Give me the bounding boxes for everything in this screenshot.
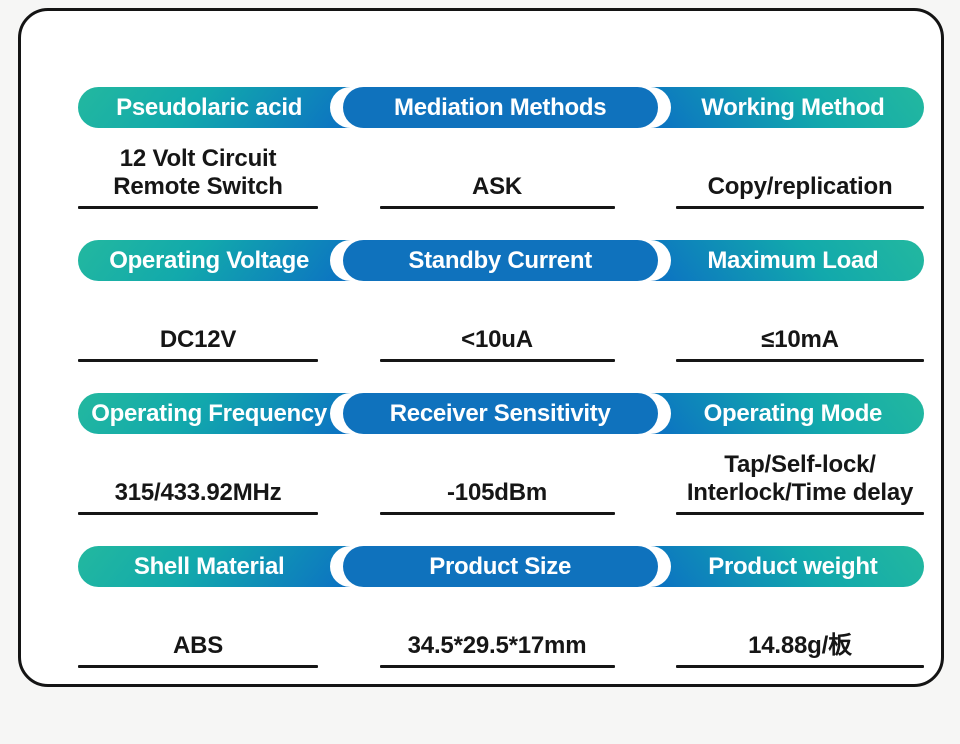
header-pill-right [619,240,924,281]
value-underline [676,359,924,362]
header-pill-row: Product Size Shell Material Product weig… [78,546,924,587]
value-row: DC12V <10uA ≤10mA [78,281,924,362]
value-row: 315/433.92MHz -105dBm Tap/Self-lock/ Int… [78,434,924,515]
value-line: 315/433.92MHz [114,479,282,506]
value-line: Interlock/Time delay [686,479,914,506]
value-underline [379,665,615,668]
header-label-left: Shell Material [133,552,285,580]
value-underline [676,206,924,209]
value-cell: Copy/replication [676,128,924,209]
value-cell: <10uA [379,281,615,362]
value-underline [379,206,615,209]
value-cell: 14.88g/板 [676,587,924,668]
value-line: Remote Switch [113,173,283,200]
value-underline [78,206,318,209]
value-cell: DC12V [78,281,318,362]
value-line: DC12V [159,326,237,353]
value-underline [78,359,318,362]
value-underline [78,512,318,515]
spec-row-group-3: Receiver Sensitivity Operating Frequency… [78,393,924,515]
header-label-middle: Mediation Methods [394,93,607,121]
header-pill-middle: Standby Current [342,240,658,281]
value-line: Tap/Self-lock/ [724,451,876,478]
spec-row-group-2: Standby Current Operating Voltage Maximu… [78,240,924,362]
header-pill-right [619,393,924,434]
header-pill-middle: Receiver Sensitivity [342,393,658,434]
header-pill-left [78,87,383,128]
header-label-middle: Receiver Sensitivity [389,399,611,427]
value-cell: -105dBm [379,434,615,515]
value-cell: Tap/Self-lock/ Interlock/Time delay [676,434,924,515]
spec-row-group-1: Mediation Methods Pseudolaric acid Worki… [78,87,924,209]
header-pill-left [78,240,383,281]
spec-row-group-4: Product Size Shell Material Product weig… [78,546,924,668]
header-pill-row: Receiver Sensitivity Operating Frequency… [78,393,924,434]
value-cell: ABS [78,587,318,668]
header-label-right: Product weight [708,552,878,580]
value-line: <10uA [461,326,533,353]
value-cell: 34.5*29.5*17mm [379,587,615,668]
value-line: 34.5*29.5*17mm [407,632,587,659]
spec-card: Mediation Methods Pseudolaric acid Worki… [18,8,944,687]
header-pill-middle: Product Size [342,546,658,587]
value-line: 12 Volt Circuit [119,145,277,172]
header-label-right: Maximum Load [707,246,879,274]
value-line: 14.88g/板 [748,632,852,659]
header-pill-row: Mediation Methods Pseudolaric acid Worki… [78,87,924,128]
header-label-right: Working Method [701,93,885,121]
header-pill-middle: Mediation Methods [342,87,658,128]
value-underline [676,665,924,668]
header-label-middle: Product Size [429,552,572,580]
header-label-right: Operating Mode [703,399,883,427]
value-line: ABS [172,632,224,659]
header-pill-left [78,393,383,434]
header-label-middle: Standby Current [408,246,592,274]
header-pill-row: Standby Current Operating Voltage Maximu… [78,240,924,281]
header-pill-right [619,87,924,128]
value-cell: 12 Volt Circuit Remote Switch [78,128,318,209]
header-pill-left [78,546,383,587]
value-line: ASK [471,173,523,200]
value-line: ≤10mA [761,326,839,353]
spec-content: Mediation Methods Pseudolaric acid Worki… [78,87,924,668]
header-pill-right [619,546,924,587]
value-cell: ≤10mA [676,281,924,362]
value-cell: ASK [379,128,615,209]
value-row: 12 Volt Circuit Remote Switch ASK Copy/r… [78,128,924,209]
value-underline [379,359,615,362]
value-line: -105dBm [447,479,547,506]
value-row: ABS 34.5*29.5*17mm 14.88g/板 [78,587,924,668]
header-label-left: Operating Voltage [109,246,310,274]
value-underline [676,512,924,515]
value-cell: 315/433.92MHz [78,434,318,515]
header-label-left: Operating Frequency [91,399,327,427]
header-label-left: Pseudolaric acid [116,93,303,121]
value-line: Copy/replication [707,173,893,200]
value-underline [78,665,318,668]
value-underline [379,512,615,515]
